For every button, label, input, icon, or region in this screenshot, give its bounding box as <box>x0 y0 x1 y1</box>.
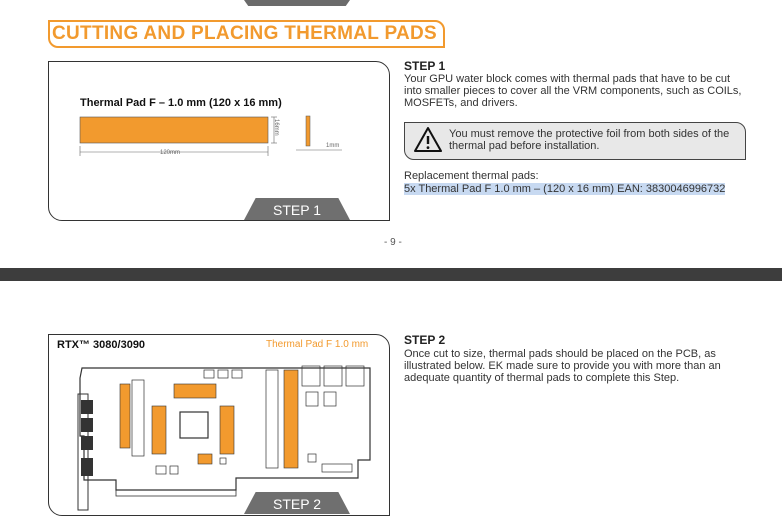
io-bracket <box>77 393 89 511</box>
step1-heading: STEP 1 <box>404 59 446 73</box>
step2-panel-title: RTX™ 3080/3090 <box>57 339 146 351</box>
replacement-item[interactable]: 5x Thermal Pad F 1.0 mm – (120 x 16 mm) … <box>404 183 726 195</box>
dim-width-label: 120mm <box>160 150 181 156</box>
io-ports <box>81 400 93 476</box>
thermal-pad-profile <box>305 115 311 147</box>
section-title: CUTTING AND PLACING THERMAL PADS <box>48 20 446 48</box>
step1-body: Your GPU water block comes with thermal … <box>404 73 742 109</box>
page-divider <box>0 268 782 281</box>
replacement-label: Replacement thermal pads: <box>404 170 539 182</box>
step2-heading: STEP 2 <box>404 333 446 347</box>
step2-body: Once cut to size, thermal pads should be… <box>404 348 721 384</box>
coil-column <box>131 369 279 469</box>
dim-thickness-label: 1mm <box>326 143 340 149</box>
thermal-pad-diagram <box>79 115 342 156</box>
warning-box: You must remove the protective foil from… <box>404 122 746 160</box>
gpu-die <box>179 411 209 439</box>
warning-icon <box>414 127 442 152</box>
warning-text: You must remove the protective foil from… <box>449 128 730 152</box>
vrm-left-pads <box>119 383 235 465</box>
step2-tab: STEP 2 <box>244 492 350 514</box>
vrm-right-pad <box>283 369 299 469</box>
step1-tab: STEP 1 <box>244 198 350 220</box>
thermal-pad-shape <box>79 116 269 144</box>
dim-height-label: 16mm <box>273 119 279 136</box>
components <box>155 365 365 475</box>
step1-panel-title: Thermal Pad F – 1.0 mm (120 x 16 mm) <box>80 97 282 109</box>
pad-legend-label: Thermal Pad F 1.0 mm <box>266 339 369 350</box>
step2-panel <box>48 334 390 516</box>
pcie-connector <box>115 489 237 497</box>
page-number: - 9 - <box>384 237 402 248</box>
previous-step-tab <box>244 0 350 6</box>
pcb-diagram <box>77 365 371 511</box>
